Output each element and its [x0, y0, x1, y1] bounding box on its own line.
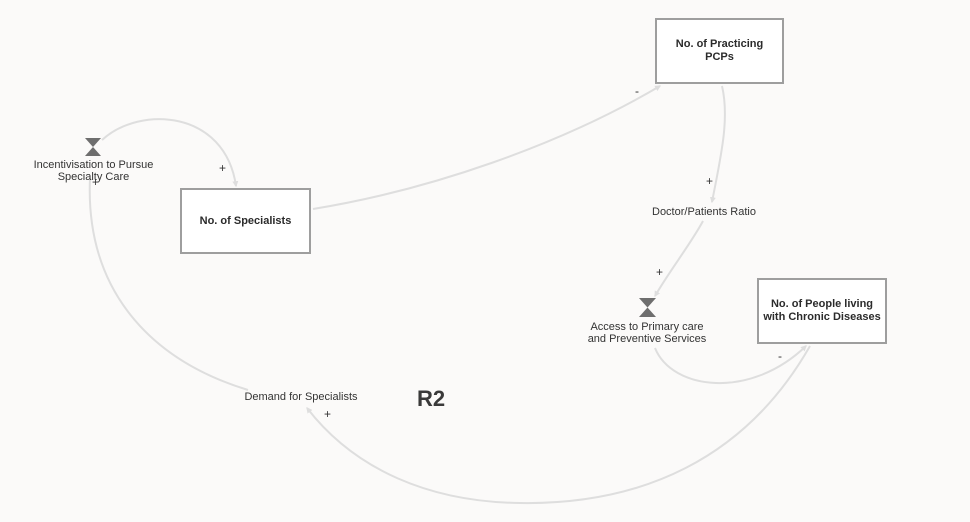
variable-demand-for-specialists[interactable]: Demand for Specialists — [244, 391, 358, 403]
polarity-specialists-to-pcps: - — [635, 84, 639, 98]
polarity-ratio-to-access: + — [656, 265, 664, 279]
variable-access-line2: and Preventive Services — [587, 333, 707, 345]
variable-access-line1: Access to Primary care — [590, 321, 704, 333]
variable-incentivisation-line2: Specialty Care — [57, 171, 130, 183]
stock-chronic-diseases[interactable]: No. of People living with Chronic Diseas… — [757, 278, 887, 344]
stock-practicing-pcps[interactable]: No. of Practicing PCPs — [655, 18, 784, 84]
valve-icon-incentivisation — [85, 138, 101, 156]
variable-incentivisation[interactable]: Incentivisation to Pursue Specialty Care — [30, 159, 157, 183]
polarity-demand-to-incentivisation: + — [92, 175, 100, 189]
link-specialists-to-pcps[interactable] — [312, 85, 662, 210]
link-incentivisation-to-specialists[interactable] — [101, 118, 239, 188]
loop-label-r2: R2 — [417, 386, 446, 411]
stock-specialists[interactable]: No. of Specialists — [180, 188, 311, 254]
variable-incentivisation-line1: Incentivisation to Pursue — [33, 159, 154, 171]
polarity-chronic-to-demand: + — [324, 407, 332, 421]
polarity-incentivisation-to-specialists: + — [219, 161, 227, 175]
link-access-to-chronic[interactable] — [654, 345, 807, 385]
polarity-access-to-chronic: - — [778, 349, 782, 363]
variable-access-primary-care[interactable]: Access to Primary care and Preventive Se… — [584, 321, 710, 345]
polarity-pcps-to-ratio: + — [706, 174, 714, 188]
valve-icon-access — [639, 298, 656, 317]
link-chronic-to-demand[interactable] — [306, 345, 811, 505]
variable-doctor-patients-ratio[interactable]: Doctor/Patients Ratio — [652, 206, 756, 218]
link-pcps-to-ratio[interactable] — [709, 85, 726, 204]
link-ratio-to-access[interactable] — [654, 220, 704, 298]
link-demand-to-incentivisation[interactable] — [88, 177, 249, 391]
